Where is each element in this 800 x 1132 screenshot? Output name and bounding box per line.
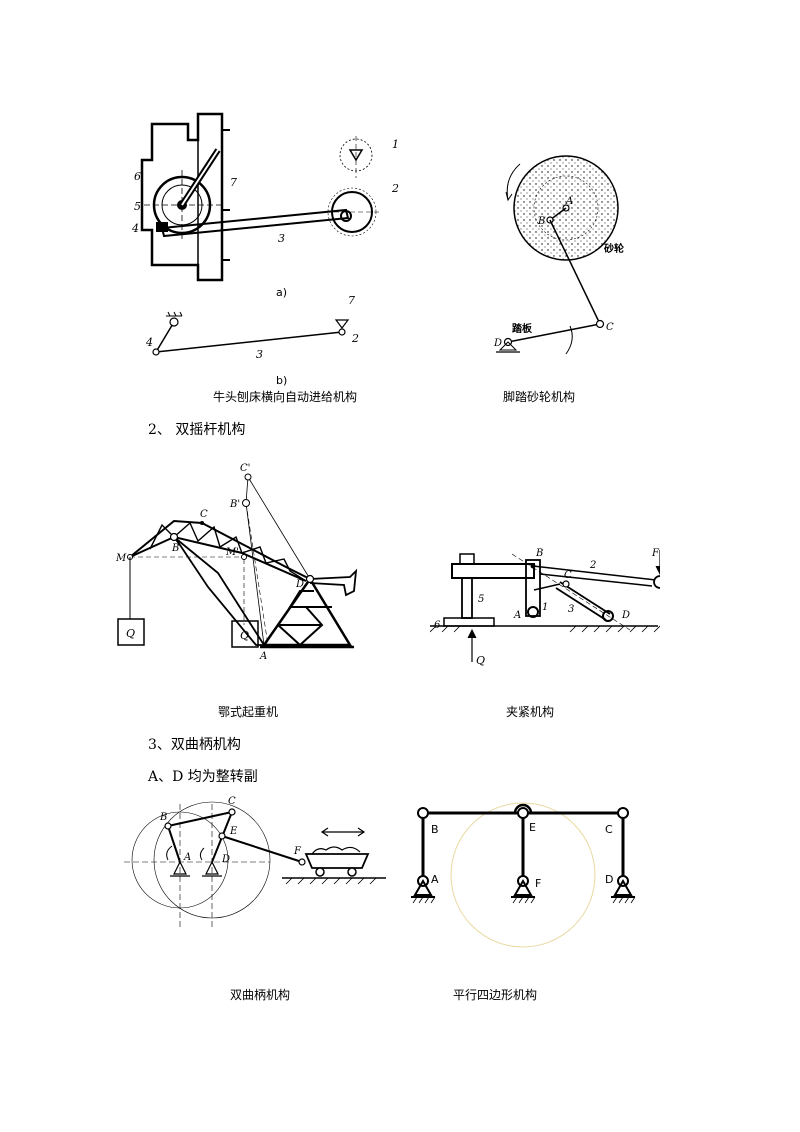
load-Q-left: Q — [126, 627, 135, 640]
clamp-figure: B F C A 1 2 3 D 5 6 Q — [430, 548, 660, 667]
point-M-prime: M' — [225, 547, 239, 558]
part-label-6: 6 — [134, 170, 141, 183]
parallelogram-caption: 平行四边形机构 — [453, 988, 538, 1002]
point-B: B — [159, 812, 167, 823]
sub-figure-a-label: a) — [276, 286, 287, 299]
part-2: 2 — [589, 560, 596, 571]
point-F: F — [293, 846, 302, 857]
crane-figure: C' B' C B M M' D A Q Q — [115, 463, 358, 662]
point-F: F — [535, 877, 541, 890]
parallelogram-figure: B E C A F D — [411, 802, 636, 948]
wheel-label: 砂轮 — [603, 242, 624, 255]
point-C: C — [228, 796, 236, 807]
point-D: D — [221, 854, 230, 865]
section-note: A、D 均为整转副 — [148, 769, 258, 785]
schematic-label-7: 7 — [348, 294, 355, 307]
schematic-label-4: 4 — [145, 336, 153, 349]
sub-figure-b-label: b) — [276, 374, 287, 387]
point-A: A — [513, 610, 521, 621]
point-D: D — [605, 873, 613, 886]
crane-caption: 鄂式起重机 — [218, 705, 279, 719]
point-A: A — [183, 852, 191, 863]
clamp-caption: 夹紧机构 — [506, 705, 555, 719]
part-label-7: 7 — [230, 176, 237, 189]
point-D: D — [621, 610, 630, 621]
point-B: B — [537, 216, 545, 227]
part-label-3: 3 — [278, 232, 285, 245]
shaper-feed-mechanism-figure: 1 2 3 4 5 6 7 a) 4 3 2 7 b) — [131, 112, 399, 387]
part-3: 3 — [568, 604, 574, 615]
shaper-caption: 牛头刨床横向自动进给机构 — [213, 390, 358, 404]
point-C: C — [200, 509, 208, 520]
section-heading-double-rocker: 2、 双摇杆机构 — [148, 422, 246, 438]
part-5: 5 — [478, 594, 484, 605]
point-B: B — [535, 548, 543, 559]
point-B-prime: B' — [229, 499, 240, 510]
pedal-label: 踏板 — [512, 322, 533, 335]
part-label-5: 5 — [134, 200, 141, 213]
point-C: C — [606, 322, 614, 333]
part-1: 1 — [542, 602, 548, 613]
grinder-caption: 脚踏砂轮机构 — [503, 390, 576, 404]
point-D: D — [295, 579, 304, 590]
section-heading-double-crank: 3、双曲柄机构 — [148, 737, 241, 753]
point-D: D — [493, 338, 502, 349]
double-crank-caption: 双曲柄机构 — [230, 988, 291, 1002]
double-crank-figure: C B E A D F — [124, 796, 386, 930]
point-C-prime: C' — [240, 463, 250, 474]
point-C: C — [564, 570, 572, 581]
load-Q-right: Q — [240, 629, 249, 642]
pedal-grinder-figure: A B C D 砂轮 踏板 — [493, 155, 624, 355]
point-F: F — [651, 548, 660, 559]
point-C: C — [605, 823, 613, 836]
point-A: A — [431, 873, 439, 886]
path-circle — [450, 802, 596, 948]
schematic-label-3: 3 — [256, 348, 263, 361]
point-E: E — [229, 826, 238, 837]
point-B: B — [171, 543, 179, 554]
part-label-2: 2 — [391, 182, 399, 195]
point-B: B — [431, 823, 439, 836]
part-label-1: 1 — [392, 138, 399, 151]
part-6: 6 — [434, 620, 441, 631]
load-Q: Q — [476, 654, 485, 667]
point-E: E — [529, 821, 536, 834]
point-M: M — [115, 553, 127, 564]
point-A: A — [259, 651, 267, 662]
schematic-label-2: 2 — [351, 332, 359, 345]
part-label-4: 4 — [131, 222, 139, 235]
point-A: A — [565, 196, 573, 207]
